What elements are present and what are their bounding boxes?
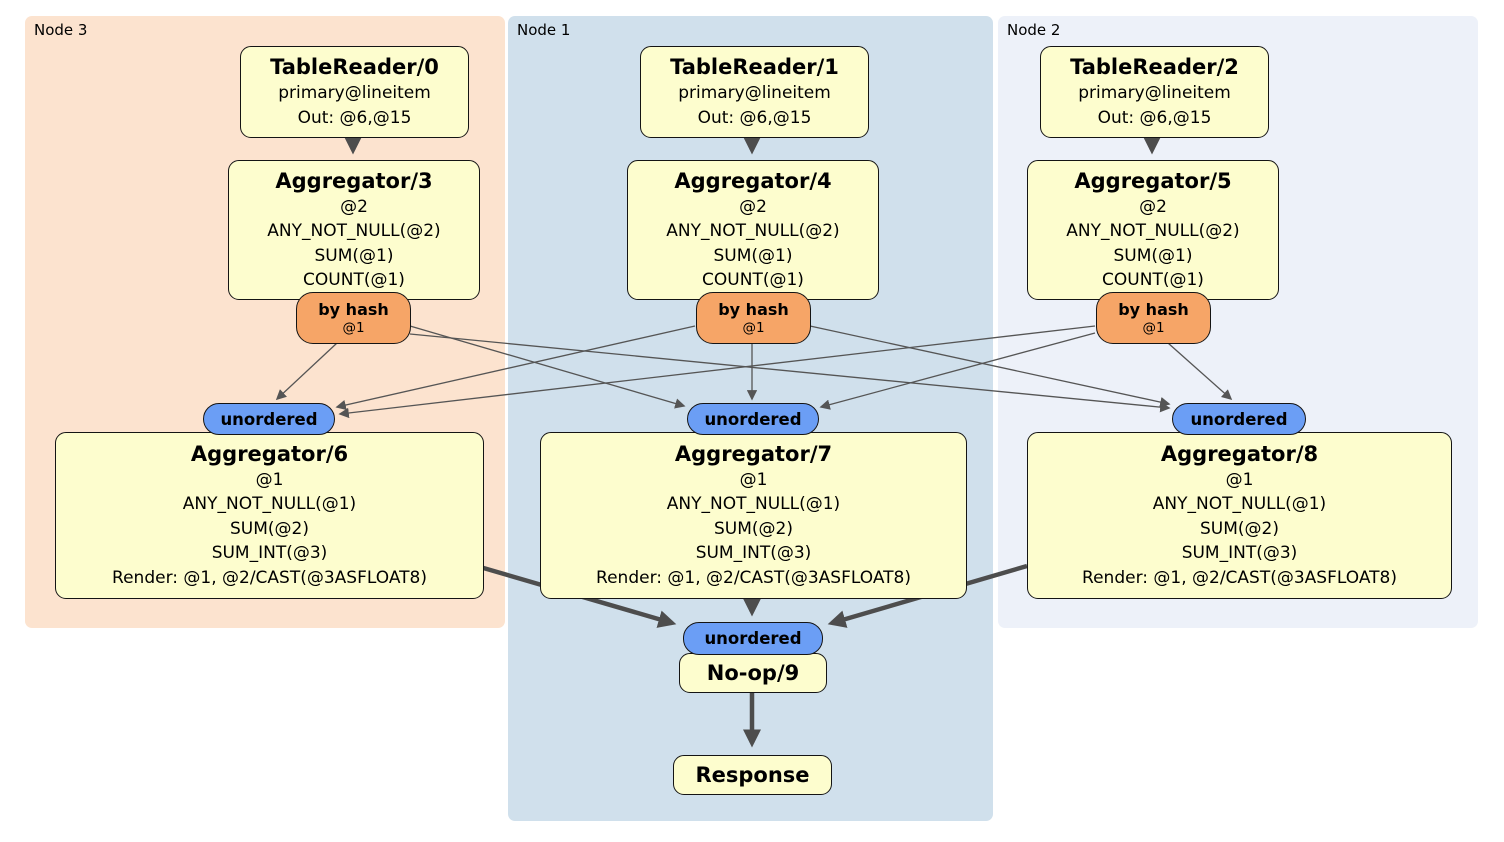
processor-detail: Out: @6,@15	[697, 107, 812, 128]
processor-detail: @1	[1225, 469, 1254, 490]
processor-aggregator-7: Aggregator/7 @1 ANY_NOT_NULL(@1) SUM(@2)…	[540, 432, 967, 599]
edge-hash3-un1	[409, 325, 686, 409]
edge-hash1-un3	[335, 325, 696, 411]
processor-detail: SUM(@1)	[1113, 245, 1193, 266]
router-columns: @1	[742, 320, 765, 336]
processor-title: Aggregator/8	[1160, 441, 1319, 466]
processor-detail: @2	[1139, 196, 1167, 217]
processor-detail: SUM(@2)	[714, 518, 793, 539]
processor-detail: @2	[340, 196, 368, 217]
processor-detail: SUM(@1)	[314, 245, 394, 266]
processor-title: Aggregator/3	[275, 168, 433, 193]
processor-detail: Render: @1, @2/CAST(@3ASFLOAT8)	[112, 567, 427, 588]
router-label: by hash	[1118, 300, 1189, 319]
router-label: by hash	[718, 300, 789, 319]
processor-title: No-op/9	[706, 660, 800, 685]
processor-aggregator-4: Aggregator/4 @2 ANY_NOT_NULL(@2) SUM(@1)…	[627, 160, 879, 300]
processor-detail: ANY_NOT_NULL(@1)	[182, 494, 357, 515]
processor-title: TableReader/1	[670, 55, 839, 79]
edge-hash2-un1	[819, 332, 1096, 410]
edge-hash1-un2	[809, 325, 1171, 408]
processor-tablereader-2: TableReader/2 primary@lineitem Out: @6,@…	[1040, 46, 1269, 138]
router-by-hash-node3: by hash @1	[296, 292, 411, 344]
node-region-label: Node 1	[517, 21, 571, 39]
node-region-label: Node 2	[1007, 21, 1061, 39]
router-by-hash-node2: by hash @1	[1096, 292, 1211, 344]
processor-detail: SUM_INT(@3)	[695, 543, 812, 564]
edge-hash3-un3	[275, 342, 338, 401]
processor-detail: Out: @6,@15	[297, 107, 412, 128]
processor-detail: ANY_NOT_NULL(@2)	[1066, 221, 1240, 241]
processor-detail: Render: @1, @2/CAST(@3ASFLOAT8)	[1082, 567, 1397, 588]
sync-unordered-node1: unordered	[687, 403, 819, 435]
router-columns: @1	[1142, 320, 1165, 336]
edge-hash2-un2	[1167, 342, 1233, 401]
sync-unordered-final: unordered	[683, 622, 823, 655]
edge-hash2-un3	[338, 325, 1096, 419]
router-columns: @1	[342, 320, 365, 336]
processor-title: Aggregator/6	[190, 441, 349, 466]
edge-hash3-un2	[409, 333, 1171, 413]
processor-detail: SUM(@2)	[1200, 518, 1279, 539]
processor-title: Aggregator/4	[674, 168, 832, 193]
processor-noop-9: No-op/9	[679, 653, 827, 693]
processor-tablereader-1: TableReader/1 primary@lineitem Out: @6,@…	[640, 46, 869, 138]
processor-detail: @1	[255, 469, 284, 490]
router-label: by hash	[318, 300, 389, 319]
processor-detail: COUNT(@1)	[1102, 270, 1204, 290]
processor-detail: ANY_NOT_NULL(@2)	[666, 221, 840, 241]
processor-detail: COUNT(@1)	[303, 270, 405, 290]
processor-detail: primary@lineitem	[1078, 83, 1231, 103]
processor-detail: SUM_INT(@3)	[211, 543, 328, 564]
processor-response: Response	[673, 755, 832, 795]
processor-tablereader-0: TableReader/0 primary@lineitem Out: @6,@…	[240, 46, 469, 138]
processor-detail: Out: @6,@15	[1097, 107, 1212, 128]
processor-detail: @1	[739, 469, 768, 490]
processor-aggregator-6: Aggregator/6 @1 ANY_NOT_NULL(@1) SUM(@2)…	[55, 432, 484, 599]
processor-title: TableReader/0	[270, 55, 439, 79]
processor-detail: ANY_NOT_NULL(@1)	[1152, 494, 1327, 515]
node-region-label: Node 3	[34, 21, 88, 39]
processor-detail: SUM_INT(@3)	[1181, 543, 1298, 564]
processor-aggregator-5: Aggregator/5 @2 ANY_NOT_NULL(@2) SUM(@1)…	[1027, 160, 1279, 300]
processor-detail: ANY_NOT_NULL(@1)	[666, 494, 841, 515]
processor-detail: SUM(@1)	[713, 245, 793, 266]
processor-title: TableReader/2	[1070, 55, 1239, 79]
processor-aggregator-3: Aggregator/3 @2 ANY_NOT_NULL(@2) SUM(@1)…	[228, 160, 480, 300]
processor-detail: @2	[739, 196, 767, 217]
processor-detail: primary@lineitem	[278, 83, 431, 103]
processor-detail: Render: @1, @2/CAST(@3ASFLOAT8)	[596, 567, 911, 588]
router-by-hash-node1: by hash @1	[696, 292, 811, 344]
sync-unordered-node2: unordered	[1172, 403, 1306, 435]
processor-detail: COUNT(@1)	[702, 270, 804, 290]
processor-detail: SUM(@2)	[230, 518, 309, 539]
processor-title: Aggregator/5	[1074, 168, 1232, 193]
processor-detail: primary@lineitem	[678, 83, 831, 103]
processor-aggregator-8: Aggregator/8 @1 ANY_NOT_NULL(@1) SUM(@2)…	[1027, 432, 1452, 599]
processor-title: Aggregator/7	[674, 441, 833, 466]
sync-unordered-node3: unordered	[203, 403, 335, 435]
processor-detail: ANY_NOT_NULL(@2)	[267, 221, 441, 241]
processor-title: Response	[695, 762, 810, 787]
